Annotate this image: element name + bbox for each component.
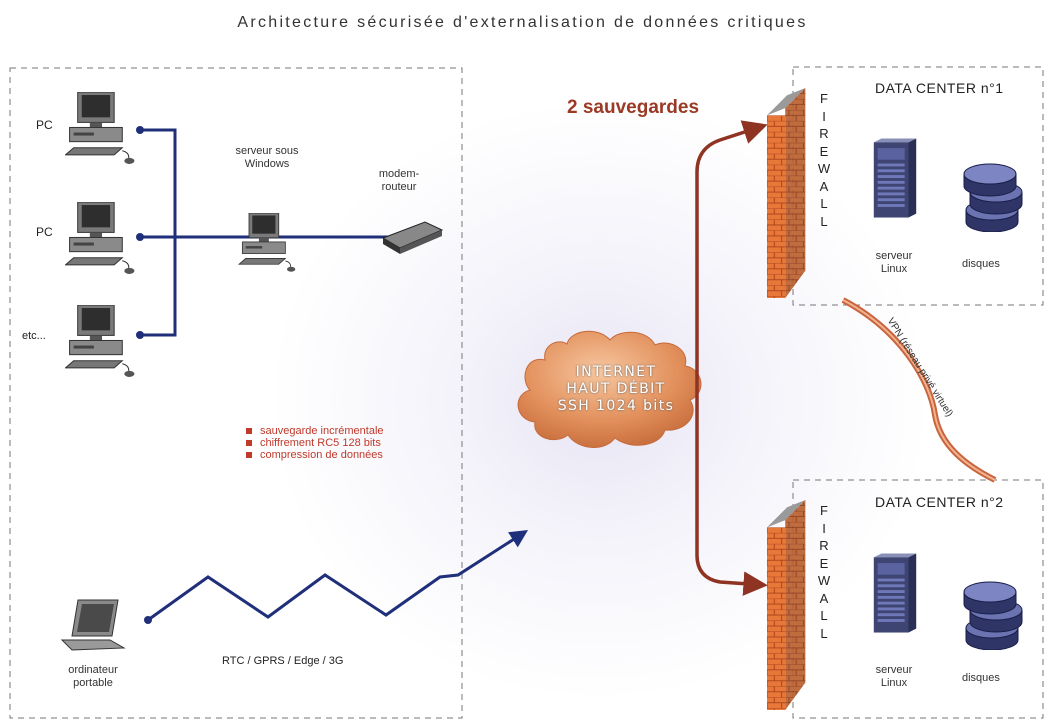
disks-1-icon: [963, 163, 1023, 232]
datacenter-2-border: [792, 479, 1044, 719]
feature-item: chiffrement RC5 128 bits: [246, 437, 384, 449]
datacenter-2-title: DATA CENTER n°2: [875, 494, 1004, 510]
pc-3-icon: [65, 305, 135, 378]
firewall-letter: R: [819, 126, 829, 141]
windows-server-icon: [238, 213, 296, 273]
firewall-letter: A: [819, 590, 829, 606]
feature-list: sauvegarde incrémentale chiffrement RC5 …: [246, 425, 384, 461]
datacenter-2-server-label: serveur Linux: [875, 664, 913, 689]
linux-server-1-icon: [873, 138, 917, 218]
backup-count-label: 2 sauvegardes: [567, 97, 700, 118]
vpn-link: [841, 297, 997, 483]
datacenter-1-border: [792, 66, 1044, 306]
firewall-2-icon: [767, 500, 806, 710]
firewall-letter: F: [820, 91, 828, 106]
backup-arrow: [695, 120, 768, 596]
page-title: Architecture sécurisée d'externalisation…: [237, 14, 808, 31]
modem-router-label: modem-routeur: [378, 168, 420, 193]
firewall-letter: I: [822, 520, 826, 536]
feature-item: compression de données: [246, 449, 384, 461]
firewall-letter: L: [820, 196, 828, 211]
etc-label: etc...: [22, 330, 46, 342]
internet-line-2: HAUT DÉBIT: [566, 381, 666, 397]
firewall-1-icon: [767, 88, 806, 298]
datacenter-1-disks-label: disques: [962, 258, 1000, 270]
modem-router-icon: [381, 221, 444, 254]
firewall-letter: L: [820, 213, 828, 229]
internet-line-3: SSH 1024 bits: [557, 398, 675, 414]
laptop-label: ordinateur portable: [68, 664, 118, 689]
pc-2-label: PC: [36, 225, 53, 239]
feature-item: sauvegarde incrémentale: [246, 425, 384, 437]
firewall-letter: W: [817, 161, 831, 176]
mobile-link-label: RTC / GPRS / Edge / 3G: [222, 655, 344, 667]
firewall-letter: I: [822, 108, 826, 124]
windows-server-label: serveur sous Windows: [235, 145, 299, 170]
internet-cloud-label: INTERNET HAUT DÉBIT SSH 1024 bits: [540, 364, 692, 415]
firewall-letter: L: [820, 608, 828, 623]
datacenter-2-disks-label: disques: [962, 672, 1000, 684]
datacenter-1-title: DATA CENTER n°1: [875, 80, 1004, 96]
pc-1-icon: [65, 92, 135, 165]
firewall-letter: E: [819, 555, 829, 571]
firewall-letter: R: [819, 538, 829, 553]
firewall-letter: L: [820, 625, 828, 641]
lan-zone-border: [9, 67, 463, 719]
linux-server-2-icon: [873, 553, 917, 633]
laptop-icon: [60, 599, 126, 651]
firewall-letter: A: [819, 178, 829, 194]
datacenter-1-server-label: serveur Linux: [875, 250, 913, 275]
firewall-letter: E: [819, 143, 829, 159]
internet-cloud-icon: [517, 330, 702, 448]
pc-2-icon: [65, 202, 135, 275]
firewall-letter: F: [820, 503, 828, 518]
mobile-link-arrow: [147, 530, 529, 622]
disks-2-icon: [963, 581, 1023, 650]
internet-line-1: INTERNET: [575, 364, 657, 380]
firewall-letter: W: [817, 573, 831, 588]
pc-1-label: PC: [36, 118, 53, 132]
